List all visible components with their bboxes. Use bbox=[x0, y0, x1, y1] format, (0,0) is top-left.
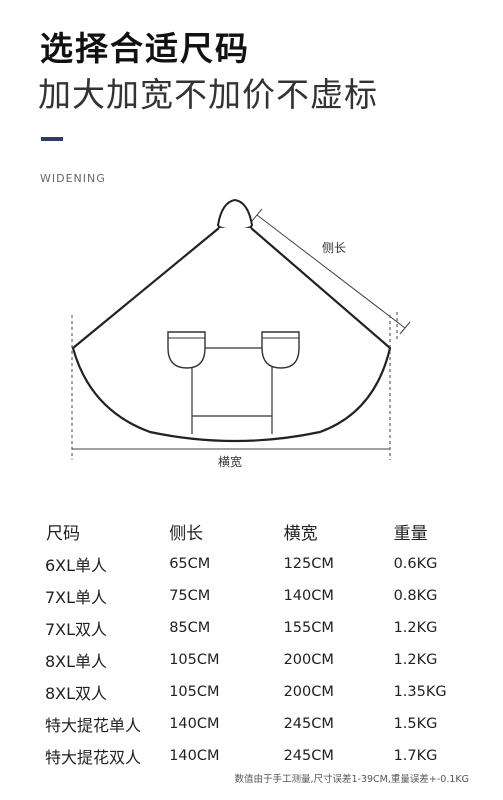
cell-side-length: 140CM bbox=[169, 748, 220, 764]
table-row: 6XL单人 65CM 125CM 0.6KG bbox=[36, 548, 476, 580]
table-row: 特大提花单人 140CM 245CM 1.5KG bbox=[36, 708, 476, 740]
page-title: 选择合适尺码 bbox=[40, 29, 250, 68]
cell-width: 200CM bbox=[283, 684, 334, 700]
cell-weight: 0.8KG bbox=[393, 588, 438, 604]
cell-width: 155CM bbox=[283, 620, 334, 636]
cell-side-length: 140CM bbox=[169, 716, 220, 732]
side-length-line bbox=[256, 214, 406, 329]
table-row: 7XL双人 85CM 155CM 1.2KG bbox=[36, 612, 476, 644]
cell-side-length: 65CM bbox=[169, 556, 211, 572]
cell-size: 8XL单人 bbox=[45, 652, 108, 671]
measurement-footnote: 数值由于手工测量,尺寸误差1-39CM,重量误差+-0.1KG bbox=[234, 774, 469, 785]
cell-width: 125CM bbox=[283, 556, 334, 572]
pocket-right bbox=[261, 331, 300, 369]
cell-weight: 1.2KG bbox=[393, 620, 438, 636]
header-width: 横宽 bbox=[283, 523, 318, 544]
cell-weight: 1.5KG bbox=[393, 716, 438, 732]
header-weight: 重量 bbox=[393, 523, 428, 544]
cell-size: 特大提花双人 bbox=[45, 748, 142, 767]
section-label: WIDENING bbox=[40, 172, 106, 185]
cell-size: 7XL双人 bbox=[45, 620, 108, 639]
size-table: 尺码 侧长 横宽 重量 6XL单人 65CM 125CM 0.6KG 7XL单人… bbox=[36, 514, 476, 772]
cell-weight: 0.6KG bbox=[393, 556, 438, 572]
table-row: 8XL双人 105CM 200CM 1.35KG bbox=[36, 676, 476, 708]
side-length-label: 侧长 bbox=[322, 241, 346, 255]
table-row: 特大提花双人 140CM 245CM 1.7KG bbox=[36, 740, 476, 772]
header-side-length: 侧长 bbox=[169, 523, 204, 544]
cell-side-length: 105CM bbox=[169, 684, 220, 700]
width-label: 横宽 bbox=[218, 454, 242, 469]
cell-weight: 1.2KG bbox=[393, 652, 438, 668]
table-row: 8XL单人 105CM 200CM 1.2KG bbox=[36, 644, 476, 676]
cell-side-length: 85CM bbox=[169, 620, 211, 636]
cell-side-length: 105CM bbox=[169, 652, 220, 668]
cell-width: 200CM bbox=[283, 652, 334, 668]
pocket-left bbox=[167, 331, 206, 369]
cell-weight: 1.7KG bbox=[393, 748, 438, 764]
cell-width: 245CM bbox=[283, 716, 334, 732]
header-size: 尺码 bbox=[46, 523, 80, 544]
page-subtitle: 加大加宽不加价不虚标 bbox=[38, 75, 378, 114]
cell-size: 特大提花单人 bbox=[45, 716, 142, 735]
accent-bar bbox=[41, 137, 63, 141]
cell-side-length: 75CM bbox=[169, 588, 211, 604]
cell-size: 7XL单人 bbox=[45, 588, 108, 607]
cell-weight: 1.35KG bbox=[393, 684, 447, 700]
cell-size: 6XL单人 bbox=[45, 556, 108, 575]
table-header-row: 尺码 侧长 横宽 重量 bbox=[36, 514, 476, 548]
cell-width: 140CM bbox=[283, 588, 334, 604]
poncho-outline bbox=[71, 227, 392, 443]
poncho-diagram: 侧长 横宽 bbox=[71, 198, 411, 469]
table-row: 7XL单人 75CM 140CM 0.8KG bbox=[36, 580, 476, 612]
cell-size: 8XL双人 bbox=[45, 684, 108, 703]
cell-width: 245CM bbox=[283, 748, 334, 764]
